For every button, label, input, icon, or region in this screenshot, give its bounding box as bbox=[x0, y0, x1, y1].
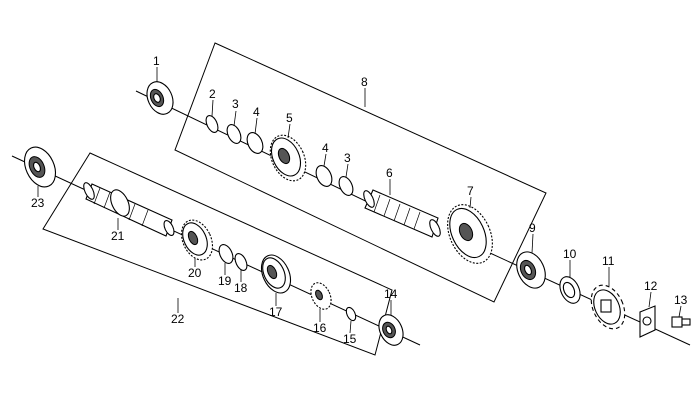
callout-3b: 3 bbox=[344, 151, 351, 165]
mainshaft-21 bbox=[83, 182, 175, 237]
callout-18: 18 bbox=[234, 281, 248, 295]
callout-11: 11 bbox=[602, 254, 615, 268]
callout-1: 1 bbox=[153, 54, 160, 68]
bearing-23 bbox=[23, 146, 57, 188]
circlip-3b bbox=[338, 176, 354, 196]
callout-6: 6 bbox=[386, 166, 393, 180]
seal-10 bbox=[559, 276, 581, 304]
circlip-3a bbox=[226, 124, 242, 144]
callout-4a: 4 bbox=[253, 105, 260, 119]
callout-7: 7 bbox=[467, 184, 474, 198]
callout-15: 15 bbox=[343, 332, 357, 346]
callout-23: 23 bbox=[31, 196, 45, 210]
bearing-9 bbox=[516, 251, 546, 289]
countershaft-group-box bbox=[174, 42, 547, 303]
gear-17 bbox=[260, 254, 292, 294]
callout-12: 12 bbox=[644, 279, 658, 293]
callout-14: 14 bbox=[384, 287, 398, 301]
leader-lines bbox=[37, 67, 682, 334]
washer-2 bbox=[205, 115, 219, 133]
gear-7 bbox=[447, 204, 493, 264]
countershaft-6 bbox=[363, 189, 441, 238]
callout-19: 19 bbox=[218, 274, 232, 288]
gear-20 bbox=[180, 219, 214, 261]
bearing-1 bbox=[146, 81, 174, 115]
callout-20: 20 bbox=[188, 266, 202, 280]
callout-13: 13 bbox=[674, 293, 688, 307]
callout-17: 17 bbox=[269, 305, 283, 319]
callout-8: 8 bbox=[361, 75, 368, 89]
sprocket-11 bbox=[590, 284, 626, 330]
callout-16: 16 bbox=[313, 321, 327, 335]
circlip-15 bbox=[345, 306, 357, 322]
callout-5: 5 bbox=[286, 111, 293, 125]
callout-2: 2 bbox=[209, 87, 216, 101]
callout-22: 22 bbox=[171, 312, 185, 326]
gear-16 bbox=[310, 282, 332, 310]
plate-12 bbox=[639, 305, 656, 338]
gear-5 bbox=[269, 134, 307, 182]
bearing-14 bbox=[378, 314, 404, 346]
mainshaft-group-box bbox=[42, 152, 393, 356]
circlip-18 bbox=[234, 253, 248, 271]
callout-9: 9 bbox=[529, 221, 536, 235]
callout-10: 10 bbox=[563, 247, 577, 261]
lower-shaft-axis bbox=[11, 155, 421, 346]
callout-numbers: 1 2 3 4 5 8 4 3 6 7 9 10 11 12 13 14 15 … bbox=[31, 54, 688, 346]
callout-21: 21 bbox=[111, 229, 125, 243]
washer-4b bbox=[315, 165, 333, 187]
callout-3a: 3 bbox=[232, 97, 239, 111]
callout-4b: 4 bbox=[322, 141, 329, 155]
bolt-13 bbox=[671, 316, 691, 328]
washer-4a bbox=[246, 132, 264, 154]
washer-19 bbox=[218, 244, 234, 264]
